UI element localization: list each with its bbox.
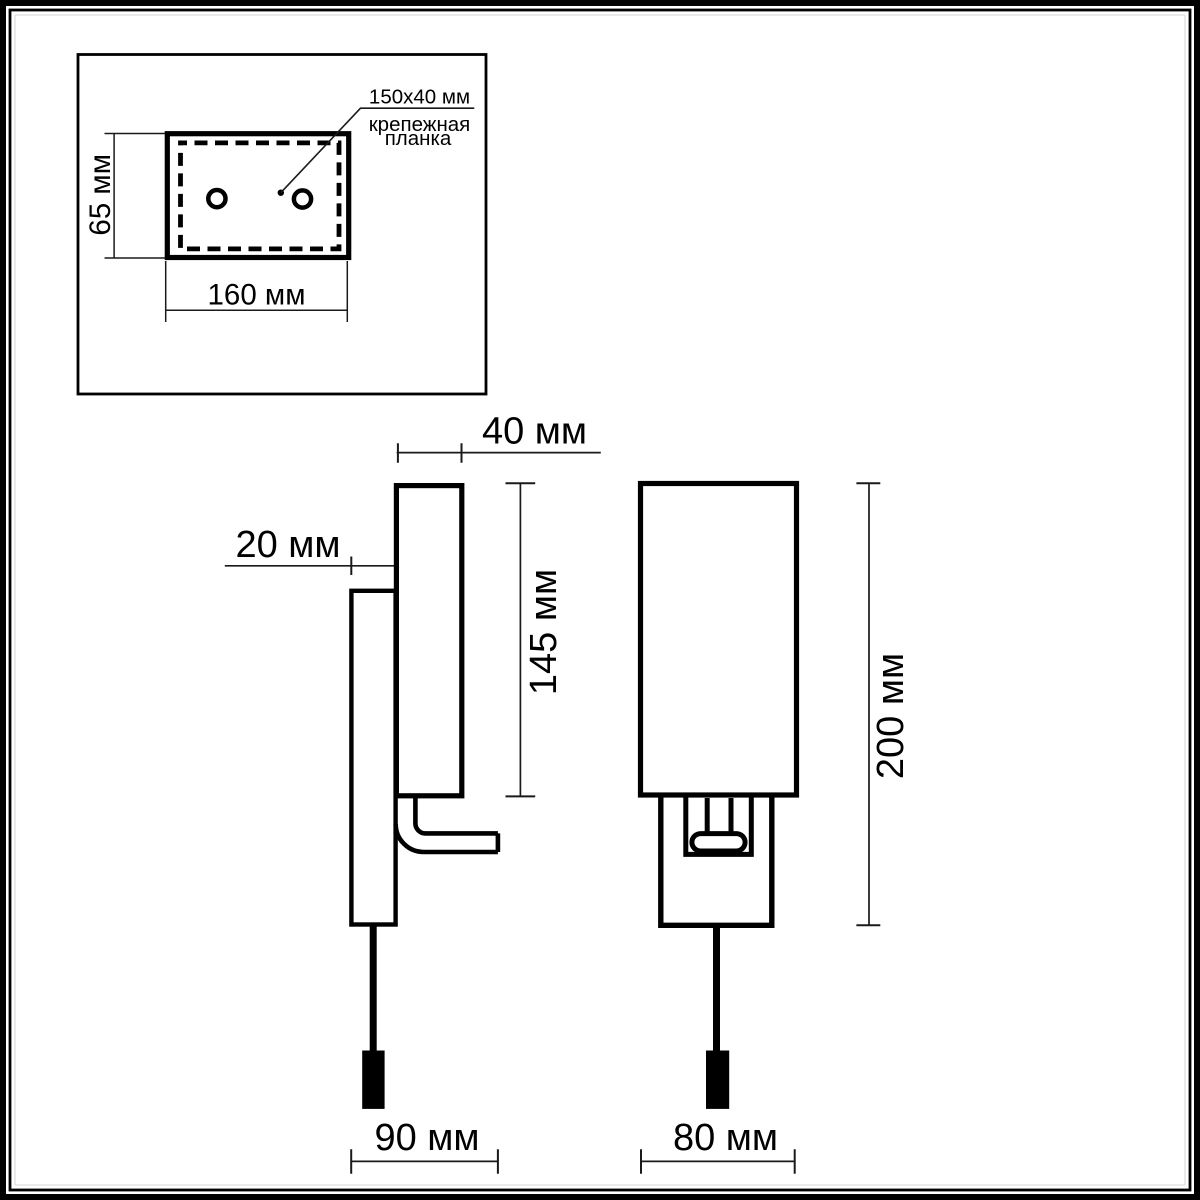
svg-text:40 мм: 40 мм xyxy=(482,411,587,453)
svg-text:80 мм: 80 мм xyxy=(673,1117,778,1159)
svg-text:160 мм: 160 мм xyxy=(208,279,306,312)
svg-text:65 мм: 65 мм xyxy=(84,154,117,236)
svg-text:200 мм: 200 мм xyxy=(870,653,912,779)
svg-text:крепежная: крепежная xyxy=(369,113,471,136)
svg-text:150x40 мм: 150x40 мм xyxy=(369,86,470,109)
svg-text:145 мм: 145 мм xyxy=(523,569,565,695)
svg-text:20 мм: 20 мм xyxy=(235,524,340,566)
svg-text:планка: планка xyxy=(385,127,452,150)
svg-text:90 мм: 90 мм xyxy=(374,1117,479,1159)
